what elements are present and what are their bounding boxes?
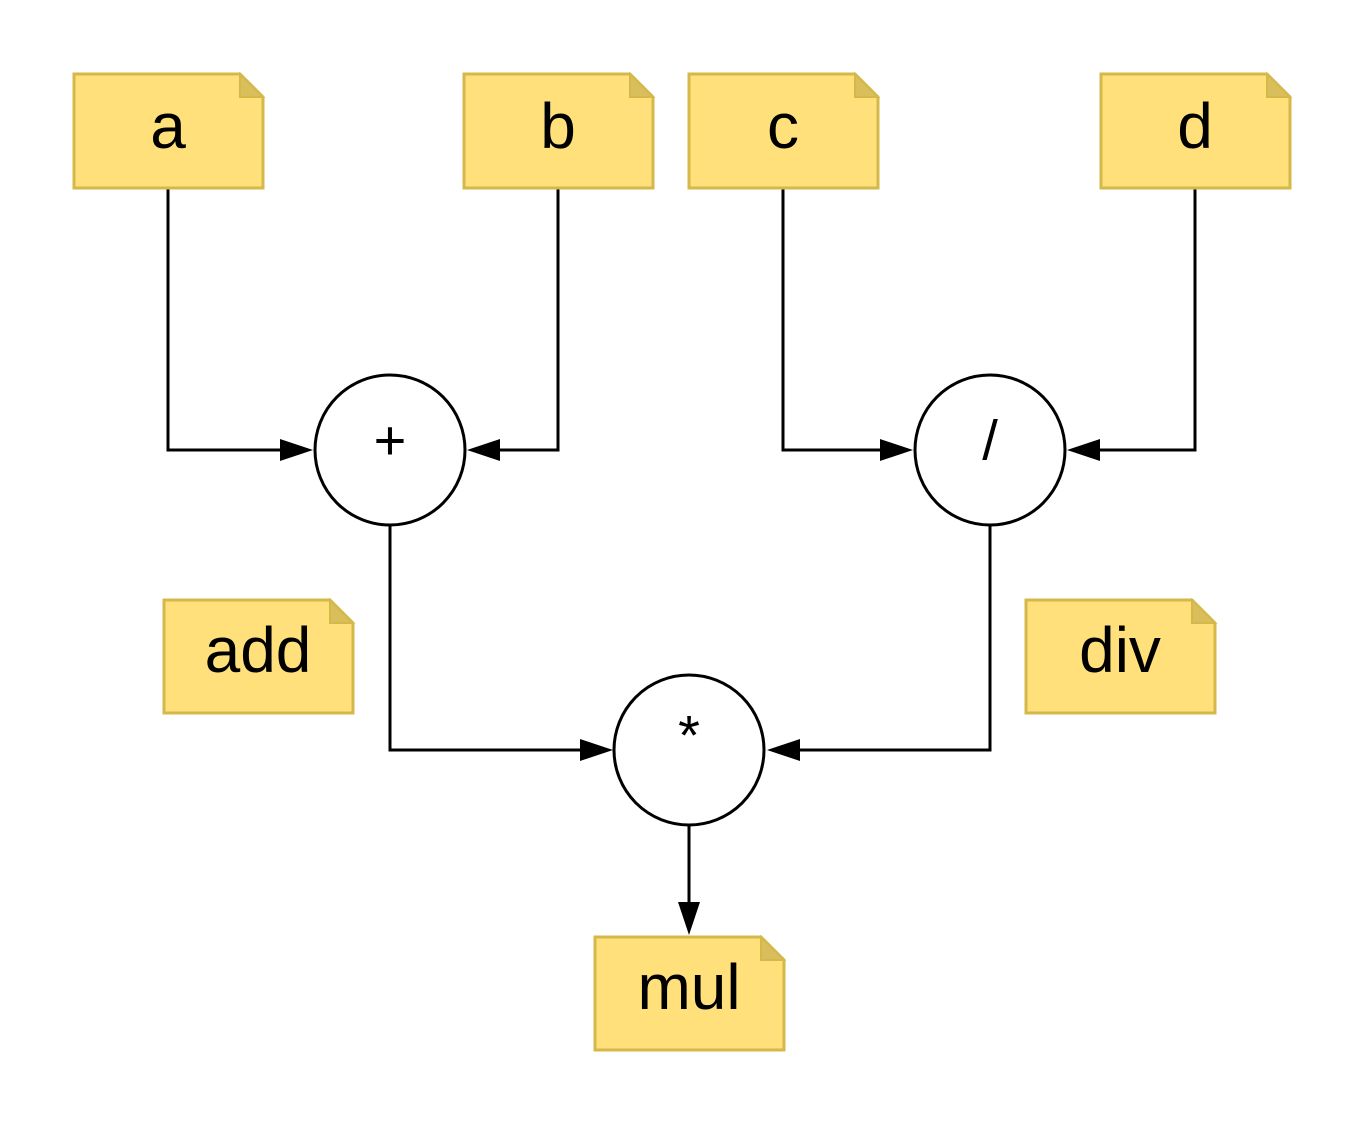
arrow-d-to-div — [1067, 439, 1100, 461]
edge-b-to-add — [500, 188, 560, 452]
result-label-div: div — [1079, 614, 1161, 686]
result-note-add: add — [162, 597, 356, 715]
operator-mul-symbol: * — [678, 704, 700, 767]
arrow-div-to-mul — [767, 739, 800, 761]
input-note-c: c — [687, 71, 881, 190]
edges — [166, 188, 1197, 935]
input-label-b: b — [540, 90, 576, 162]
result-note-mul: mul — [593, 934, 787, 1052]
edge-c-to-div — [781, 188, 880, 452]
edge-add-to-mul — [388, 525, 580, 752]
input-note-b: b — [462, 71, 656, 190]
result-label-add: add — [205, 614, 312, 686]
operator-div-symbol: / — [982, 409, 998, 472]
input-label-a: a — [150, 90, 186, 162]
input-label-d: d — [1177, 90, 1213, 162]
operator-add-node: + — [313, 373, 467, 527]
arrow-b-to-add — [467, 439, 500, 461]
operator-div-node: / — [913, 373, 1067, 527]
result-label-mul: mul — [637, 951, 740, 1023]
arrow-mul-to-result — [678, 902, 700, 935]
operator-mul-node: * — [612, 673, 766, 827]
input-note-a: a — [72, 71, 266, 190]
arrow-c-to-div — [880, 439, 913, 461]
edge-d-to-div — [1100, 188, 1197, 452]
result-note-div: div — [1024, 597, 1218, 715]
input-label-c: c — [767, 90, 799, 162]
edge-a-to-add — [166, 188, 280, 452]
arrow-add-to-mul — [580, 739, 613, 761]
input-note-d: d — [1099, 71, 1293, 190]
edge-div-to-mul — [800, 525, 992, 752]
arrow-a-to-add — [280, 439, 313, 461]
operator-add-symbol: + — [374, 409, 407, 472]
